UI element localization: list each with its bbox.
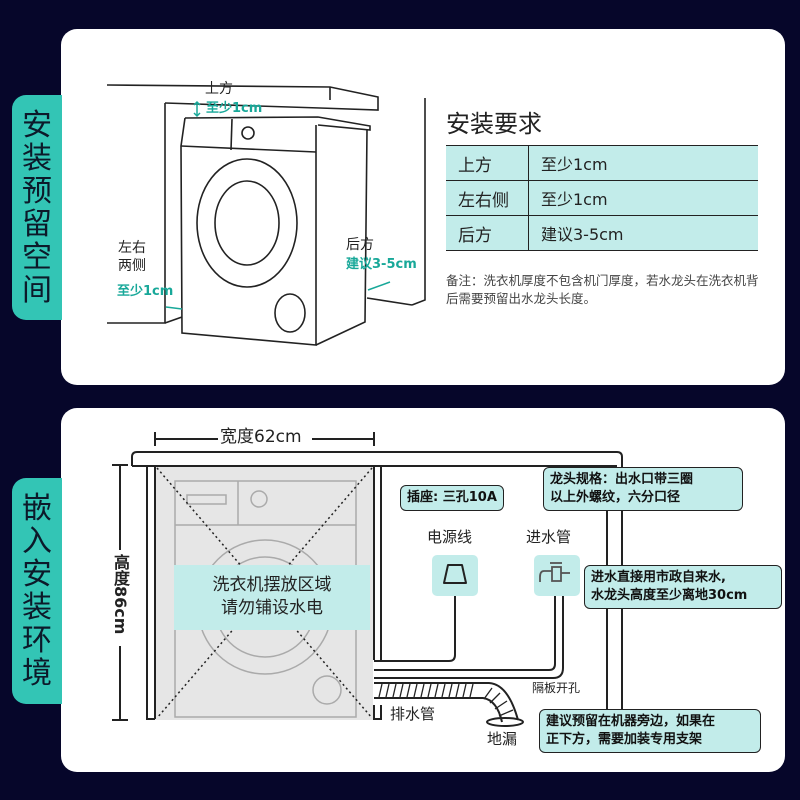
zone-line2: 请勿铺设水电 [221,598,323,618]
table-row: 左右侧至少1cm [446,180,758,216]
requirements-table: 上方至少1cm 左右侧至少1cm 后方建议3-5cm [446,145,758,251]
power-outlet-icon-box [432,555,478,596]
tab-char: 预 [22,173,52,209]
side-clearance-value: 至少1cm [117,284,174,299]
side-label-line2: 两侧 [118,258,146,274]
socket-spec-bubble: 插座: 三孔10A [400,485,504,511]
tab-char: 环 [22,623,52,658]
tab-char: 入 [22,524,52,559]
row-value: 建议3-5cm [528,215,758,251]
top-label: 上方 [205,81,233,97]
requirements-title: 安装要求 [446,110,542,138]
board-hole-label: 隔板开孔 [532,681,581,695]
faucet-icon-box [534,555,580,596]
faucet-spec-bubble: 龙头规格：出水口带三圈 以上外螺纹，六分口径 [543,467,743,511]
plug-icon [443,564,467,584]
table-row: 后方建议3-5cm [446,215,758,251]
tab-char: 间 [22,272,52,308]
top-clearance-value: 至少1cm [206,101,263,116]
tab-char: 装 [22,590,52,625]
power-cord-label: 电源线 [427,528,473,546]
tab-char: 空 [22,239,52,275]
bubble-line: 以上外螺纹，六分口径 [550,490,681,505]
faucet-icon [539,562,570,582]
section-tab-clearance: 安 装 预 留 空 间 [12,95,62,320]
row-key: 左右侧 [446,180,529,216]
section-tab-environment: 嵌 入 安 装 环 境 [12,478,62,704]
bubble-line: 水龙头高度至少离地30cm [591,588,748,603]
water-source-bubble: 进水直接用市政自来水, 水龙头高度至少离地30cm [584,565,782,609]
tab-char: 装 [22,140,52,176]
no-utilities-zone-label: 洗衣机摆放区域 请勿铺设水电 [174,565,370,630]
bubble-line: 进水直接用市政自来水, [591,570,726,585]
back-label: 后方 [346,237,374,253]
row-key: 后方 [446,215,529,251]
requirements-note: 备注：洗衣机厚度不包含机门厚度，若水龙头在洗衣机背后需要预留出水龙头长度。 [446,273,759,306]
row-value: 至少1cm [528,145,758,181]
zone-line1: 洗衣机摆放区域 [212,575,332,595]
water-inlet-label: 进水管 [526,528,572,546]
tab-char: 安 [22,107,52,143]
tab-char: 留 [22,206,52,242]
bubble-line: 建议预留在机器旁边，如果在 [546,714,716,729]
row-key: 上方 [446,145,529,181]
floor-drain-label: 地漏 [487,730,518,748]
drain-pipe-label: 排水管 [390,705,436,723]
tab-char: 嵌 [22,491,52,526]
height-dimension: 高度86cm [111,554,130,635]
row-value: 至少1cm [528,180,758,216]
tab-char: 安 [22,557,52,592]
width-dimension: 宽度62cm [218,427,304,447]
floor-drain-bubble: 建议预留在机器旁边，如果在 正下方，需要加装专用支架 [539,709,761,753]
table-row: 上方至少1cm [446,145,758,181]
bubble-line: 龙头规格：出水口带三圈 [550,472,694,487]
tab-char: 境 [22,656,52,691]
back-clearance-value: 建议3-5cm [346,257,417,272]
side-label-line1: 左右 [118,240,146,256]
bubble-line: 正下方，需要加装专用支架 [546,732,703,747]
